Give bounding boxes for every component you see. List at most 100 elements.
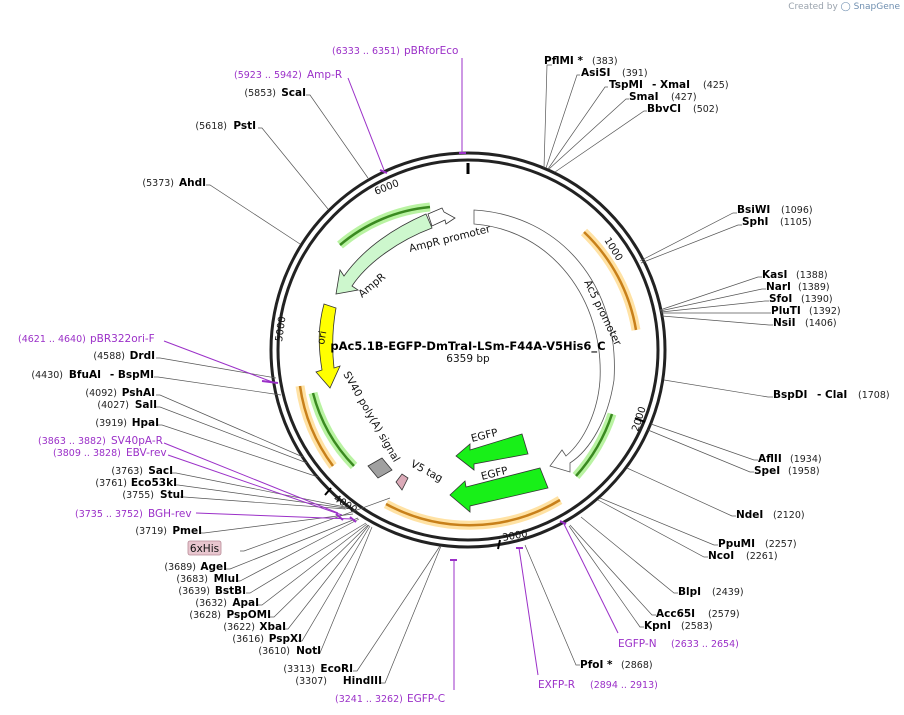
enzyme-acc65i[interactable]: Acc65I xyxy=(656,608,695,620)
leader-sali xyxy=(156,406,308,464)
enzyme-aflii[interactable]: AflII xyxy=(758,453,782,465)
snapgene-logo: ◯ xyxy=(840,2,854,12)
leader-hindiii xyxy=(381,545,442,684)
enzyme-agei[interactable]: AgeI xyxy=(200,561,227,573)
enzyme-sali[interactable]: SalI xyxy=(135,399,157,411)
feature-ac5-promoter xyxy=(473,209,615,473)
primer-mark-bgh-rev xyxy=(349,516,357,523)
enzyme-hindiii[interactable]: HindIII xyxy=(343,675,382,687)
primer-labels: (6333 .. 6351) pBRforEco (5923 .. 5942) … xyxy=(18,45,739,705)
enzyme-hpai[interactable]: HpaI xyxy=(132,417,159,429)
enzyme-stui-pos: (3755) xyxy=(122,490,154,501)
enzyme-sphi[interactable]: SphI xyxy=(742,216,768,228)
primer-line-bgh-rev xyxy=(195,512,353,520)
enzyme-nsii[interactable]: NsiI xyxy=(773,317,796,329)
leader-bfuai xyxy=(154,376,282,396)
enzyme-spei[interactable]: SpeI xyxy=(754,465,780,477)
leader-pshai xyxy=(156,394,304,458)
enzyme-scai[interactable]: ScaI xyxy=(281,87,306,99)
primer-amp-r[interactable]: Amp-R xyxy=(307,69,342,81)
enzyme-ahdi[interactable]: AhdI xyxy=(179,177,206,189)
enzyme-pmei[interactable]: PmeI xyxy=(172,525,202,537)
leader-sfoi xyxy=(660,300,769,313)
enzyme-smai[interactable]: SmaI xyxy=(629,91,659,103)
feature-sv40-polya-signal xyxy=(367,457,393,479)
primer-line-pbr322ori-f xyxy=(163,340,276,384)
plasmid-size: 6359 bp xyxy=(446,353,490,365)
enzyme-eco53ki[interactable]: Eco53kI xyxy=(131,477,177,489)
enzyme-pspxi[interactable]: PspXI xyxy=(269,633,302,645)
enzyme-asisi[interactable]: AsiSI xyxy=(581,67,610,79)
primer-exfp-r[interactable]: EXFP-R xyxy=(538,679,575,691)
enzyme-xbai[interactable]: XbaI xyxy=(259,621,286,633)
leader-lines xyxy=(154,64,773,684)
enzyme-tspmi[interactable]: TspMI xyxy=(609,79,643,91)
enzyme-labels-right: PflMI * (383) AsiSI (391) TspMI - XmaI (… xyxy=(544,55,890,671)
feature-ori xyxy=(315,303,341,389)
primer-pbr322ori-f[interactable]: pBR322ori-F xyxy=(90,333,155,345)
leader-drdi xyxy=(156,357,277,379)
enzyme-bspdi[interactable]: BspDI xyxy=(773,389,807,401)
feature-v5-tag xyxy=(395,473,409,491)
enzyme-drdi[interactable]: DrdI xyxy=(130,350,155,362)
primer-amp-r-pos: (5923 .. 5942) xyxy=(234,70,302,81)
primer-egfp-c[interactable]: EGFP-C xyxy=(407,693,445,705)
backbone-inner-ring xyxy=(276,158,660,542)
enzyme-pfoi[interactable]: PfoI * xyxy=(580,659,613,671)
enzyme-bstbi[interactable]: BstBI xyxy=(215,585,246,597)
enzyme-ppumi-pos: (2257) xyxy=(765,539,797,550)
leader-asisi xyxy=(545,74,580,169)
feature-egfp-upper xyxy=(455,433,529,471)
enzyme-hpai-pos: (3919) xyxy=(95,418,127,429)
leader-saci xyxy=(172,472,346,508)
enzyme-eco53ki-pos: (3761) xyxy=(95,478,127,489)
enzyme-kpni[interactable]: KpnI xyxy=(644,620,671,632)
created-by-watermark: Created by ◯ SnapGene xyxy=(788,2,900,12)
tick-mark-3000 xyxy=(497,539,501,550)
enzyme-blpi[interactable]: BlpI xyxy=(678,586,701,598)
enzyme-pshai-pos: (4092) xyxy=(85,388,117,399)
enzyme-bfuai-pos: (4430) xyxy=(31,370,63,381)
enzyme-saci[interactable]: SacI xyxy=(148,465,173,477)
enzyme-nari[interactable]: NarI xyxy=(766,281,791,293)
enzyme-bfuai[interactable]: BfuAI xyxy=(69,369,101,381)
enzyme-bbvci[interactable]: BbvCI xyxy=(647,103,681,115)
leader-nsii xyxy=(661,315,773,326)
enzyme-ndei[interactable]: NdeI xyxy=(736,509,763,521)
enzyme-bbvci-pos: (502) xyxy=(693,104,719,115)
enzyme-apai[interactable]: ApaI xyxy=(232,597,259,609)
enzyme-sfoi[interactable]: SfoI xyxy=(769,293,792,305)
enzyme-mlui[interactable]: MluI xyxy=(214,573,239,585)
primer-mark-pbr322ori-f xyxy=(261,380,279,384)
primer-exfp-r-pos: (2894 .. 2913) xyxy=(590,680,658,691)
enzyme-psti[interactable]: PstI xyxy=(233,120,256,132)
enzyme-xmai[interactable]: - XmaI xyxy=(652,79,690,91)
enzyme-sali-pos: (4027) xyxy=(97,400,129,411)
created-by-text: Created by xyxy=(788,2,838,12)
primer-pbrforeco[interactable]: pBRforEco xyxy=(404,45,458,57)
primer-sv40pa-r[interactable]: SV40pA-R xyxy=(111,435,163,447)
enzyme-kasi[interactable]: KasI xyxy=(762,269,787,281)
enzyme-noti[interactable]: NotI xyxy=(296,645,321,657)
feature-ampr-promoter xyxy=(427,207,456,227)
enzyme-ncoi[interactable]: NcoI xyxy=(708,550,734,562)
primer-ebv-rev[interactable]: EBV-rev xyxy=(126,447,167,459)
enzyme-pluti[interactable]: PluTI xyxy=(771,305,801,317)
primer-mark-egfp-n xyxy=(559,520,567,525)
enzyme-pspomi[interactable]: PspOMI xyxy=(226,609,271,621)
leader-aflii xyxy=(650,423,758,461)
tag-6xhis-box[interactable] xyxy=(187,540,222,556)
enzyme-pflmi[interactable]: PflMI * xyxy=(544,55,583,67)
label-v5-tag: V5 tag xyxy=(409,458,445,485)
enzyme-bsiwi[interactable]: BsiWI xyxy=(737,204,770,216)
primer-egfp-n[interactable]: EGFP-N xyxy=(618,638,657,650)
leader-psti xyxy=(258,127,329,210)
enzyme-bspmi[interactable]: - BspMI xyxy=(110,369,154,381)
enzyme-clai[interactable]: - ClaI xyxy=(817,389,847,401)
enzyme-ecori[interactable]: EcoRI xyxy=(320,663,353,675)
enzyme-stui[interactable]: StuI xyxy=(160,489,184,501)
primer-bgh-rev[interactable]: BGH-rev xyxy=(148,508,192,520)
enzyme-ppumi[interactable]: PpuMI xyxy=(718,538,755,550)
enzyme-pshai[interactable]: PshAI xyxy=(122,387,155,399)
